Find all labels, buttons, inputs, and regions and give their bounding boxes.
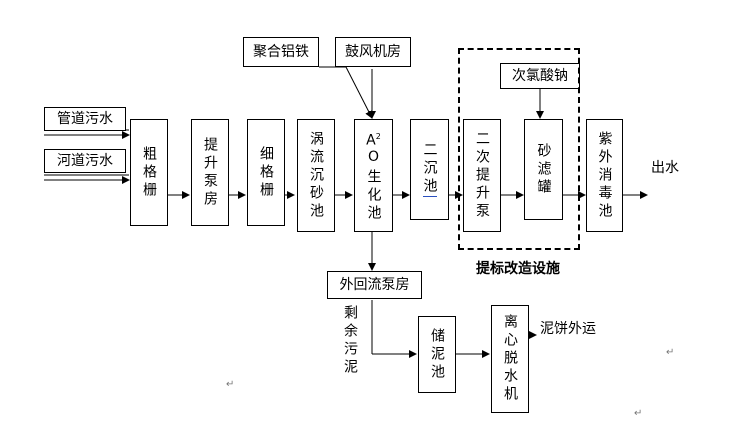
fine-screen-box: 细格栅 — [247, 119, 285, 226]
vortex-grit-box: 涡流沉砂池 — [297, 119, 335, 232]
pipe-sewage-box: 管道污水 — [44, 107, 126, 131]
para-mark-2: ↵ — [666, 347, 675, 358]
upgrade-facilities-label: 提标改造设施 — [476, 261, 560, 277]
effluent-label: 出水 — [651, 160, 679, 176]
sand-filter-label: 砂滤罐 — [535, 142, 552, 197]
coarse-screen-box: 粗格栅 — [130, 119, 168, 226]
para-mark-3: ↵ — [634, 408, 643, 419]
ao-tank-label: A2 O生化池 — [365, 128, 382, 224]
blower-label: 鼓风机房 — [345, 44, 401, 60]
coarse-screen-label: 粗格栅 — [141, 145, 157, 200]
vortex-grit-label: 涡流沉砂池 — [308, 130, 324, 221]
excess-sludge-label: 剩余污泥 — [342, 305, 358, 377]
dewatering-box: 离心脱水机 — [491, 305, 529, 413]
uv-disinfection-box: 紫外消毒池 — [586, 119, 623, 232]
return-pump-label: 外回流泵房 — [339, 277, 410, 293]
pac-box: 聚合铝铁 — [243, 37, 319, 67]
ao-tank-prefix: A2 — [366, 131, 381, 149]
dewatering-label: 离心脱水机 — [502, 314, 518, 404]
hypochlorite-box: 次氯酸钠 — [500, 63, 580, 89]
hypochlorite-label: 次氯酸钠 — [512, 68, 568, 84]
fine-screen-label: 细格栅 — [258, 145, 274, 200]
return-pump-box: 外回流泵房 — [327, 271, 422, 299]
sand-filter-box: 砂滤罐 — [524, 119, 563, 220]
lift-pump-box: 提升泵房 — [191, 119, 229, 226]
secondary-lift-label: 二次提升泵 — [474, 130, 490, 221]
pac-label: 聚合铝铁 — [253, 44, 309, 60]
ao-tank-suffix: O生化池 — [365, 149, 382, 224]
sludge-cake-label: 泥饼外运 — [540, 321, 596, 337]
lift-pump-label: 提升泵房 — [202, 136, 218, 209]
blower-box: 鼓风机房 — [335, 37, 411, 67]
pipe-sewage-label: 管道污水 — [57, 111, 113, 127]
sludge-storage-box: 储泥池 — [418, 316, 456, 393]
secondary-clarifier-box: 二沉池 — [410, 119, 449, 220]
river-sewage-box: 河道污水 — [44, 149, 126, 173]
secondary-lift-box: 二次提升泵 — [463, 119, 501, 232]
ao-tank-box: A2 O生化池 — [354, 119, 393, 232]
uv-disinfection-label: 紫外消毒池 — [596, 130, 613, 221]
para-mark-1: ↵ — [226, 379, 235, 390]
pac-arrow — [345, 66, 373, 119]
river-sewage-label: 河道污水 — [57, 153, 113, 169]
secondary-clarifier-label: 二沉池 — [421, 142, 438, 197]
upgrade-facilities-frame — [458, 48, 580, 250]
sludge-storage-label: 储泥池 — [429, 327, 445, 382]
ao-tank-superscript: 2 — [375, 131, 381, 141]
